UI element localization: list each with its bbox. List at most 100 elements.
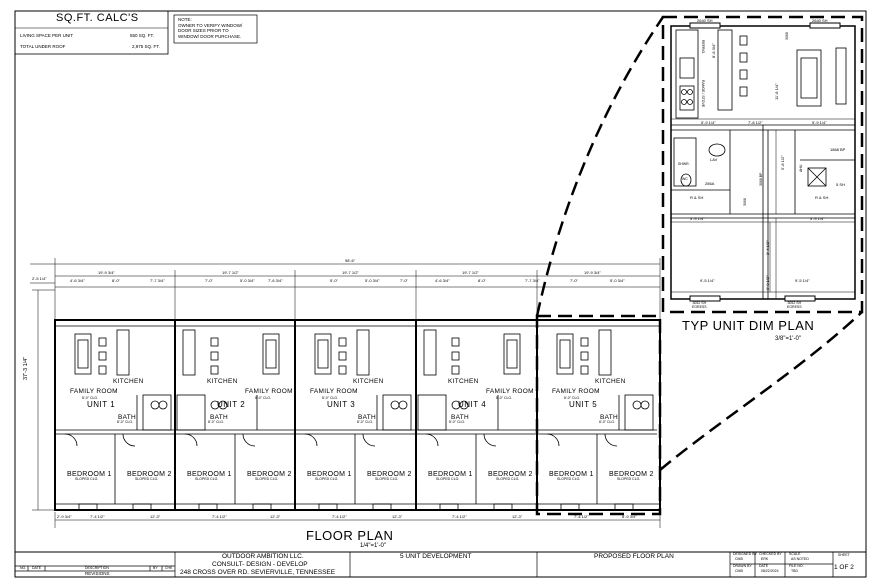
dim-label: 3068 (743, 198, 747, 206)
dim-label: LAV (710, 157, 718, 162)
dim-label: SHWR. (678, 162, 690, 166)
dimension-label: 12'-3" (270, 514, 281, 519)
dim-plan-scale: 3/8"=1'-0" (775, 336, 801, 342)
dim-label: 5'-9 1/4" (690, 216, 705, 221)
bedroom-2-label: BEDROOM 2 (609, 471, 654, 478)
dim-label: 5'-9 1/4" (701, 120, 716, 125)
unit-label: UNIT 3 (327, 400, 356, 409)
ceiling-note: SLOPED CLG. (436, 477, 460, 481)
unit-label: UNIT 1 (87, 400, 116, 409)
dimension-label: 7'-4 1/2" (574, 514, 589, 519)
ceiling-note: SLOPED CLG. (557, 477, 581, 481)
dim-plan-windows (689, 22, 841, 302)
ceiling-note: 8'-0" CLG. (449, 420, 466, 424)
dimension-label: 4'-6 3/4" (435, 278, 450, 283)
dim-label: 3068 (785, 32, 789, 40)
bath-label: BATH (600, 414, 619, 421)
rev-header: CHK (165, 566, 173, 570)
dimension-label: 5'-0" (330, 278, 338, 283)
ceiling-note: 8'-0" CLG. (255, 396, 272, 400)
company-address: 248 CROSS OVER RD. SEVIERVILLE, TENNESSE… (180, 569, 336, 576)
ceiling-note: 8'-0" CLG. (117, 420, 134, 424)
ceiling-note: SLOPED CLG. (135, 477, 159, 481)
bath-label: BATH (358, 414, 377, 421)
family-room-label: FAMILY ROOM (70, 388, 118, 395)
title-field-label: DATE (759, 564, 769, 568)
dimension-label: 7'-7 3/4" (525, 278, 540, 283)
dimension-label: 12'-3" (512, 514, 523, 519)
dim-plan-lines (670, 25, 856, 300)
top-dimension-lines (30, 258, 661, 528)
sqft-row-label: TOTAL UNDER ROOF (20, 44, 66, 49)
dimension-label: 5'-0 3/4" (365, 278, 380, 283)
unit-walls (174, 320, 538, 510)
bath-label: BATH (210, 414, 229, 421)
kitchen-label: KITCHEN (113, 378, 144, 385)
dim-label: 5'-9 1/4" (812, 120, 827, 125)
sqft-title: SQ.FT. CALC'S (56, 12, 139, 24)
dim-label: 286A (705, 181, 715, 186)
dim-label: R & SH (690, 195, 704, 200)
family-room-label: FAMILY ROOM (486, 388, 534, 395)
dim-label: 7'-8 1/2" (748, 120, 763, 125)
dimension-label: 7'-4 1/2" (212, 514, 227, 519)
dim-label: 11'-8 1/4" (774, 83, 779, 100)
floor-plan-scale: 1/4"=1'-0" (360, 543, 386, 549)
sheet-number: 1 OF 2 (834, 564, 854, 571)
dimension-label: 19'-7 1/2" (462, 270, 479, 275)
dimension-label: 7'-4 1/2" (332, 514, 347, 519)
ceiling-note: SLOPED CLG. (496, 477, 520, 481)
title-field-value: TBD (791, 569, 798, 573)
dim-label: 1868 BP (830, 147, 846, 152)
family-room-label: FAMILY ROOM (310, 388, 358, 395)
ceiling-note: SLOPED CLG. (255, 477, 279, 481)
ceiling-note: SLOPED CLG. (617, 477, 641, 481)
ceiling-note: 8'-0" CLG. (496, 396, 513, 400)
title-field-value: AS NOTED (791, 557, 809, 561)
company-name: OUTDOOR AMBITION LLC. (222, 553, 304, 560)
project-name: 5 UNIT DEVELOPMENT (400, 553, 472, 560)
dim-label: 2640 SH (812, 18, 828, 23)
bedroom-2-label: BEDROOM 2 (247, 471, 292, 478)
dimension-label: 7'-4 1/2" (452, 514, 467, 519)
ceiling-note: 8'-0" CLG. (322, 396, 339, 400)
bedroom-1-label: BEDROOM 1 (187, 471, 232, 478)
dim-label: 8'-8 3/4" (711, 43, 716, 58)
dim-plan-title: TYP UNIT DIM PLAN (682, 318, 815, 333)
dim-label: 5'-9 1/4" (810, 216, 825, 221)
ceiling-note: 8'-0" CLG. (357, 420, 374, 424)
sqft-row-value: 2,975 SQ. FT. (132, 44, 160, 49)
title-field-value: CMB (735, 557, 743, 561)
title-field-label: DRAWN BY (733, 564, 752, 568)
revisions-title: REVISIONS (85, 571, 110, 576)
ceiling-note: 8'-0" CLG. (82, 396, 99, 400)
dim-label: AHU (799, 164, 803, 172)
dimension-label: 12'-3" (150, 514, 161, 519)
dim-label: 2640 SH (697, 18, 713, 23)
dimension-label: 19'-9 3/4" (584, 270, 601, 275)
dim-label: 5 SH (836, 182, 845, 187)
bath-label: BATH (451, 414, 470, 421)
dimension-label: 12'-3" (392, 514, 403, 519)
dimension-label: 8'-0" (478, 278, 486, 283)
sqft-row-label: LIVING SPACE PER UNIT (20, 33, 74, 38)
dim-label: 5'-8 1/2" (780, 155, 785, 170)
rev-header: BY (153, 566, 158, 570)
title-field-value: CMB (735, 569, 743, 573)
dimension-label: 19'-7 1/2" (342, 270, 359, 275)
ceiling-note: 8'-0" CLG. (564, 396, 581, 400)
ceiling-note: SLOPED CLG. (195, 477, 219, 481)
dim-label: RANGE / STOVE (701, 80, 705, 108)
rev-header: NO. (20, 566, 27, 570)
ceiling-note: 8'-0" CLG. (208, 420, 225, 424)
drawing-name: PROPOSED FLOOR PLAN (594, 553, 674, 560)
bedroom-2-label: BEDROOM 2 (488, 471, 533, 478)
title-field-value: ERK (761, 557, 769, 561)
unit-label: UNIT 5 (569, 400, 598, 409)
height-dimension: 37'-3 1/4" (23, 356, 29, 380)
overall-dimension: 98'-6" (345, 258, 356, 263)
kitchen-label: KITCHEN (595, 378, 626, 385)
window-note: NOTE: OWNER TO VERIFY WINDOW/ DOOR SIZES… (178, 17, 243, 39)
